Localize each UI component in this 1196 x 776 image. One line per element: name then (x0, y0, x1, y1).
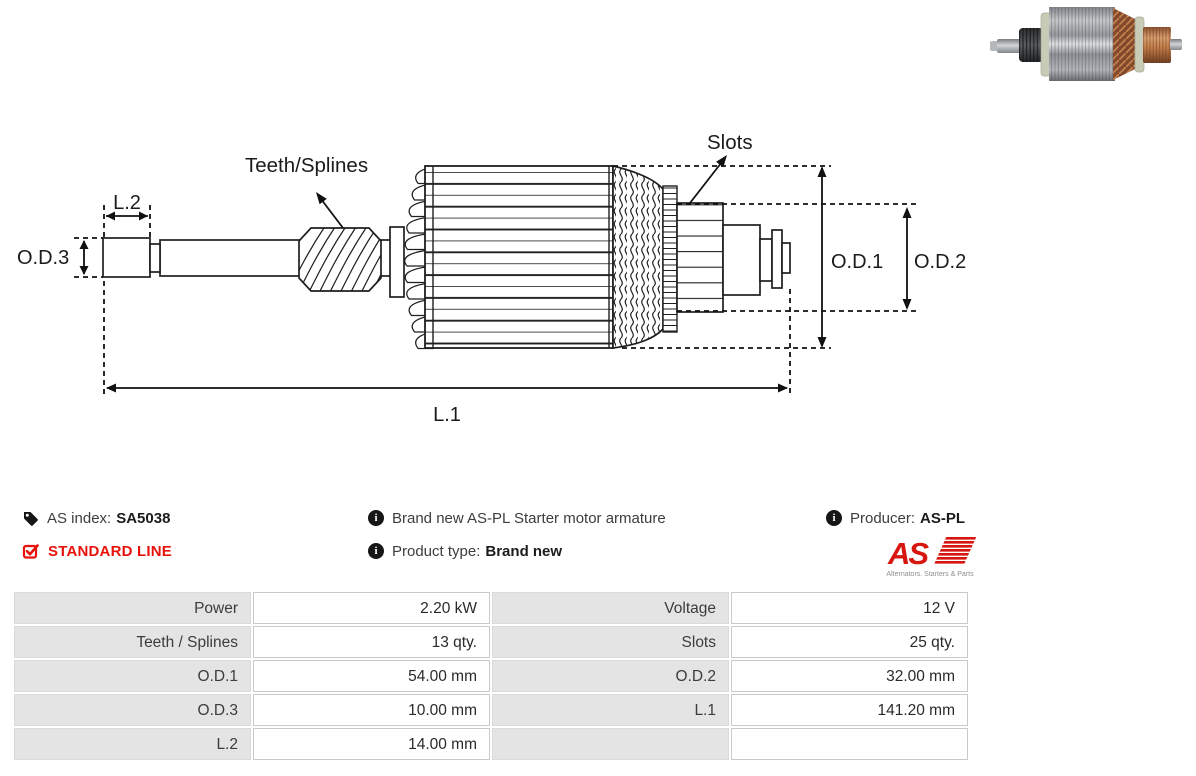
dim-label-l1: L.1 (433, 404, 461, 426)
info-icon: i (368, 510, 384, 526)
standard-line-row: STANDARD LINE (22, 539, 172, 563)
dim-label-od2: O.D.2 (914, 251, 966, 273)
photo-shaft-left (997, 39, 1023, 53)
description-row: i Brand new AS-PL Starter motor armature (368, 506, 666, 530)
product-description: Brand new AS-PL Starter motor armature (392, 509, 666, 527)
photo-spline (1019, 28, 1043, 62)
as-index-value: SA5038 (116, 509, 171, 527)
spec-value-cell: 54.00 mm (253, 660, 490, 692)
spec-label-cell: O.D.1 (14, 660, 251, 692)
product-type-label: Product type: (392, 542, 481, 560)
armature-core (424, 165, 614, 349)
spec-label-cell: O.D.2 (492, 660, 729, 692)
producer-label: Producer: (850, 509, 916, 527)
standard-line-label: STANDARD LINE (48, 542, 172, 560)
spec-value-cell: 14.00 mm (253, 728, 490, 760)
arrowheads (79, 155, 912, 393)
product-photo (990, 7, 1182, 81)
producer-row: i Producer: AS-PL (826, 506, 965, 530)
shaft-neck (149, 243, 161, 273)
photo-windings (1113, 8, 1137, 80)
tag-icon (22, 510, 39, 527)
spec-label-cell: Slots (492, 626, 729, 658)
armature-outline (102, 226, 405, 298)
spec-label-cell: Teeth / Splines (14, 626, 251, 658)
spec-label-cell (492, 728, 729, 760)
dim-label-od3: O.D.3 (17, 247, 69, 269)
photo-core (1049, 7, 1115, 81)
product-type-row: i Product type: Brand new (368, 539, 562, 563)
spec-label-cell: L.1 (492, 694, 729, 726)
info-icon: i (368, 543, 384, 559)
info-icon: i (826, 510, 842, 526)
spec-value-cell: 10.00 mm (253, 694, 490, 726)
armature-technical-diagram: L.2 O.D.3 Teeth/Splines Slots O.D.1 O.D.… (17, 131, 966, 426)
spec-value-cell: 25 qty. (731, 626, 968, 658)
product-type-value: Brand new (485, 542, 563, 560)
as-index-row: AS index: SA5038 (22, 506, 170, 530)
commutator-riser (662, 185, 678, 333)
spec-value-cell: 141.20 mm (731, 694, 968, 726)
photo-commutator (1143, 27, 1171, 63)
photo-shaft-right (1170, 39, 1182, 50)
dim-label-od1: O.D.1 (831, 251, 883, 273)
as-index-label: AS index: (47, 509, 112, 527)
shaft-end-stub (102, 237, 151, 278)
photo-end-ring-right (1134, 16, 1145, 73)
spec-label-cell: L.2 (14, 728, 251, 760)
spec-value-cell: 13 qty. (253, 626, 490, 658)
spec-label-cell: O.D.3 (14, 694, 251, 726)
logo-tagline: Alternators. Starters & Parts (886, 571, 974, 578)
spec-value-cell: 32.00 mm (731, 660, 968, 692)
winding-section (612, 164, 664, 349)
logo-stripes (934, 537, 977, 564)
spec-value-cell: 2.20 kW (253, 592, 490, 624)
as-pl-logo: AS Alternators. Starters & Parts (876, 533, 984, 586)
spec-value-cell: 12 V (731, 592, 968, 624)
logo-as-text: AS (887, 536, 929, 571)
producer-value: AS-PL (920, 509, 966, 527)
check-square-icon (22, 542, 40, 560)
dim-label-l2: L.2 (113, 192, 141, 214)
collar (389, 226, 405, 298)
spec-value-cell (731, 728, 968, 760)
commutator (676, 202, 724, 313)
shaft-right-end (722, 224, 791, 296)
spline-section (298, 227, 382, 292)
spec-label-cell: Voltage (492, 592, 729, 624)
dim-label-teeth-splines: Teeth/Splines (245, 154, 368, 177)
spec-label-cell: Power (14, 592, 251, 624)
dim-label-slots: Slots (707, 131, 753, 154)
